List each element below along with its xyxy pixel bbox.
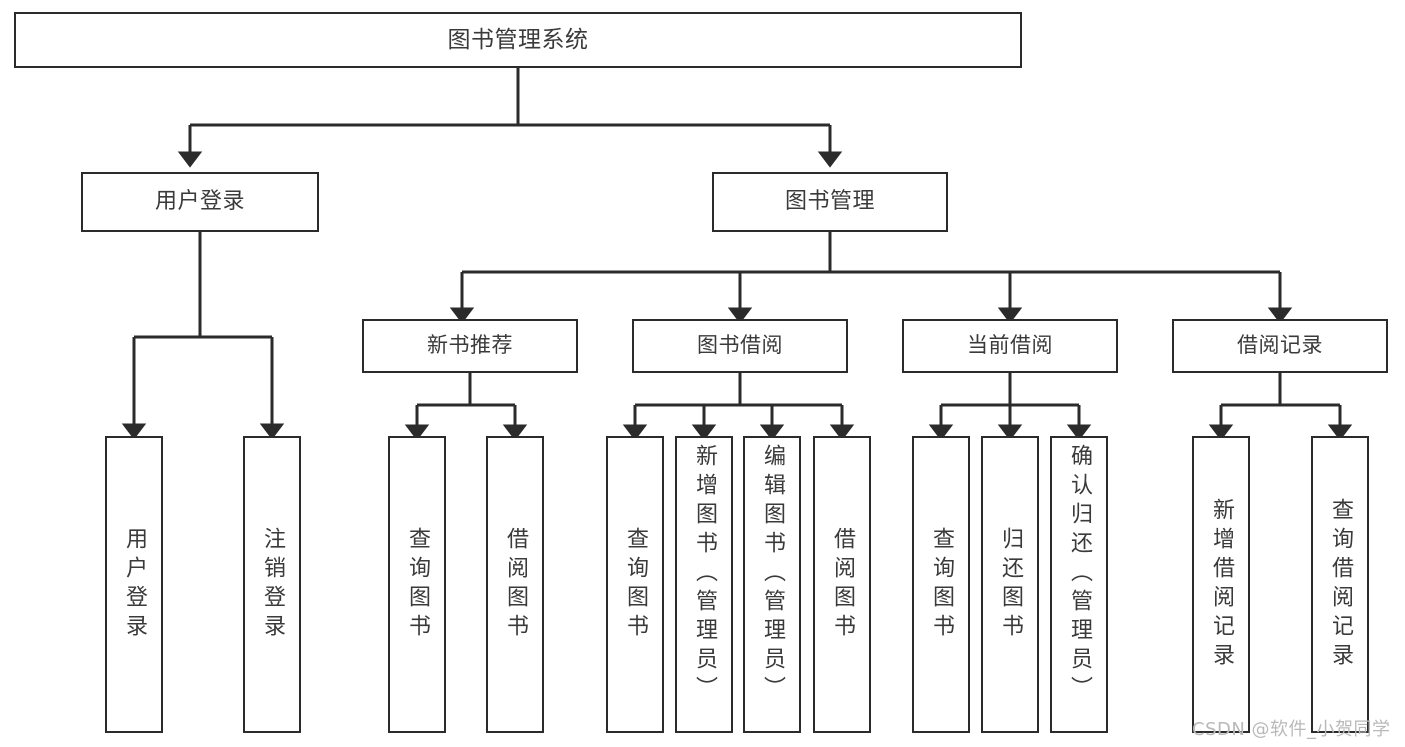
node-label: 查询借阅记录: [1328, 497, 1353, 672]
node-label: 注销登录: [260, 526, 285, 643]
node-label: 借阅记录: [1237, 333, 1323, 358]
leaf-borrow-add-book-admin[interactable]: 新增图书（管理员）: [675, 436, 733, 733]
leaf-current-query-book[interactable]: 查询图书: [912, 436, 970, 733]
node-root-system[interactable]: 图书管理系统: [14, 12, 1022, 68]
node-label: 归还图书: [998, 526, 1023, 643]
node-label: 用户登录: [154, 188, 245, 214]
node-current-borrow[interactable]: 当前借阅: [902, 319, 1118, 373]
leaf-borrow-edit-book-admin[interactable]: 编辑图书（管理员）: [743, 436, 801, 733]
node-label: 新书推荐: [427, 333, 513, 358]
node-label: 确认归还（管理员）: [1067, 444, 1092, 705]
leaf-new-book-borrow[interactable]: 借阅图书: [486, 436, 544, 733]
node-label: 编辑图书（管理员）: [760, 444, 785, 705]
leaf-user-login-signout[interactable]: 注销登录: [243, 436, 301, 733]
leaf-user-login-signin[interactable]: 用户登录: [105, 436, 163, 733]
node-book-management[interactable]: 图书管理: [712, 172, 948, 232]
node-user-login[interactable]: 用户登录: [81, 172, 319, 232]
node-label: 用户登录: [122, 526, 147, 643]
node-label: 借阅图书: [503, 526, 528, 643]
node-new-book-recommend[interactable]: 新书推荐: [362, 319, 578, 373]
csdn-watermark: CSDN @软件_小贺同学: [1192, 719, 1391, 740]
node-label: 新增借阅记录: [1209, 497, 1234, 672]
leaf-new-book-query[interactable]: 查询图书: [388, 436, 446, 733]
node-book-borrow[interactable]: 图书借阅: [632, 319, 848, 373]
leaf-record-query-record[interactable]: 查询借阅记录: [1311, 436, 1369, 733]
node-label: 查询图书: [405, 526, 430, 643]
node-label: 查询图书: [623, 526, 648, 643]
node-label: 图书管理系统: [447, 26, 589, 53]
node-label: 新增图书（管理员）: [692, 444, 717, 705]
node-label: 图书管理: [784, 188, 875, 214]
leaf-current-return-book[interactable]: 归还图书: [981, 436, 1039, 733]
leaf-record-add-record[interactable]: 新增借阅记录: [1192, 436, 1250, 733]
node-borrow-record[interactable]: 借阅记录: [1172, 319, 1388, 373]
node-label: 图书借阅: [697, 333, 783, 358]
node-label: 当前借阅: [967, 333, 1053, 358]
node-label: 查询图书: [929, 526, 954, 643]
leaf-borrow-query-book[interactable]: 查询图书: [606, 436, 664, 733]
leaf-borrow-borrow-book[interactable]: 借阅图书: [813, 436, 871, 733]
node-label: 借阅图书: [830, 526, 855, 643]
leaf-current-confirm-return-admin[interactable]: 确认归还（管理员）: [1050, 436, 1108, 733]
